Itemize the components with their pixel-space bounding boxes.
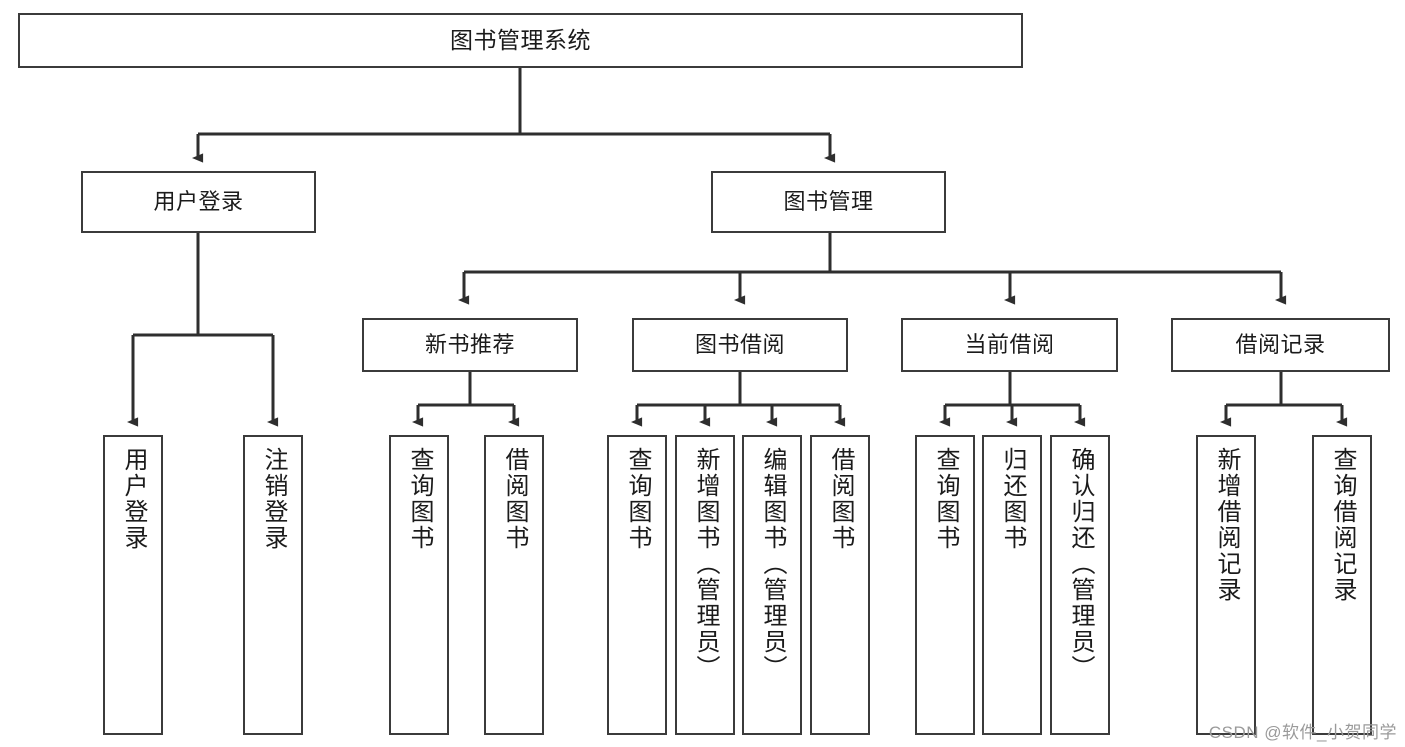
node-user-login[interactable]: 用户登录 bbox=[81, 171, 316, 233]
node-borrow-record[interactable]: 借阅记录 bbox=[1171, 318, 1390, 372]
leaf-user-login-login[interactable]: 用户登录 bbox=[103, 435, 163, 735]
node-label: 新书推荐 bbox=[424, 332, 515, 358]
node-label: 当前借阅 bbox=[964, 332, 1055, 358]
node-label: 新增图书（管理员） bbox=[692, 447, 719, 681]
leaf-current-borrow-return[interactable]: 归还图书 bbox=[982, 435, 1042, 735]
leaf-book-borrow-query[interactable]: 查询图书 bbox=[607, 435, 667, 735]
node-label: 用户登录 bbox=[153, 189, 244, 215]
leaf-user-login-logout[interactable]: 注销登录 bbox=[243, 435, 303, 735]
node-new-book-recommend[interactable]: 新书推荐 bbox=[362, 318, 578, 372]
node-label: 图书管理 bbox=[783, 189, 874, 215]
node-label: 查询借阅记录 bbox=[1329, 447, 1356, 603]
node-label: 借阅记录 bbox=[1235, 332, 1326, 358]
node-label: 注销登录 bbox=[260, 447, 287, 551]
node-book-management[interactable]: 图书管理 bbox=[711, 171, 946, 233]
node-label: 编辑图书（管理员） bbox=[759, 447, 786, 681]
leaf-book-borrow-borrow[interactable]: 借阅图书 bbox=[810, 435, 870, 735]
leaf-borrow-record-query[interactable]: 查询借阅记录 bbox=[1312, 435, 1372, 735]
leaf-new-book-borrow[interactable]: 借阅图书 bbox=[484, 435, 544, 735]
node-label: 图书借阅 bbox=[694, 332, 785, 358]
node-label: 查询图书 bbox=[624, 447, 651, 551]
node-current-borrow[interactable]: 当前借阅 bbox=[901, 318, 1118, 372]
node-label: 图书管理系统 bbox=[450, 26, 591, 53]
leaf-current-borrow-query[interactable]: 查询图书 bbox=[915, 435, 975, 735]
node-label: 归还图书 bbox=[999, 447, 1026, 551]
node-label: 确认归还（管理员） bbox=[1067, 447, 1094, 681]
watermark: CSDN @软件_小贺同学 bbox=[1208, 723, 1397, 742]
leaf-borrow-record-add[interactable]: 新增借阅记录 bbox=[1196, 435, 1256, 735]
node-root-system[interactable]: 图书管理系统 bbox=[18, 13, 1023, 68]
node-label: 用户登录 bbox=[120, 447, 147, 551]
node-label: 新增借阅记录 bbox=[1213, 447, 1240, 603]
node-label: 借阅图书 bbox=[501, 447, 528, 551]
node-label: 查询图书 bbox=[932, 447, 959, 551]
leaf-book-borrow-edit[interactable]: 编辑图书（管理员） bbox=[742, 435, 802, 735]
leaf-current-borrow-confirm[interactable]: 确认归还（管理员） bbox=[1050, 435, 1110, 735]
node-book-borrow[interactable]: 图书借阅 bbox=[632, 318, 848, 372]
leaf-book-borrow-add[interactable]: 新增图书（管理员） bbox=[675, 435, 735, 735]
node-label: 查询图书 bbox=[406, 447, 433, 551]
leaf-new-book-query[interactable]: 查询图书 bbox=[389, 435, 449, 735]
node-label: 借阅图书 bbox=[827, 447, 854, 551]
